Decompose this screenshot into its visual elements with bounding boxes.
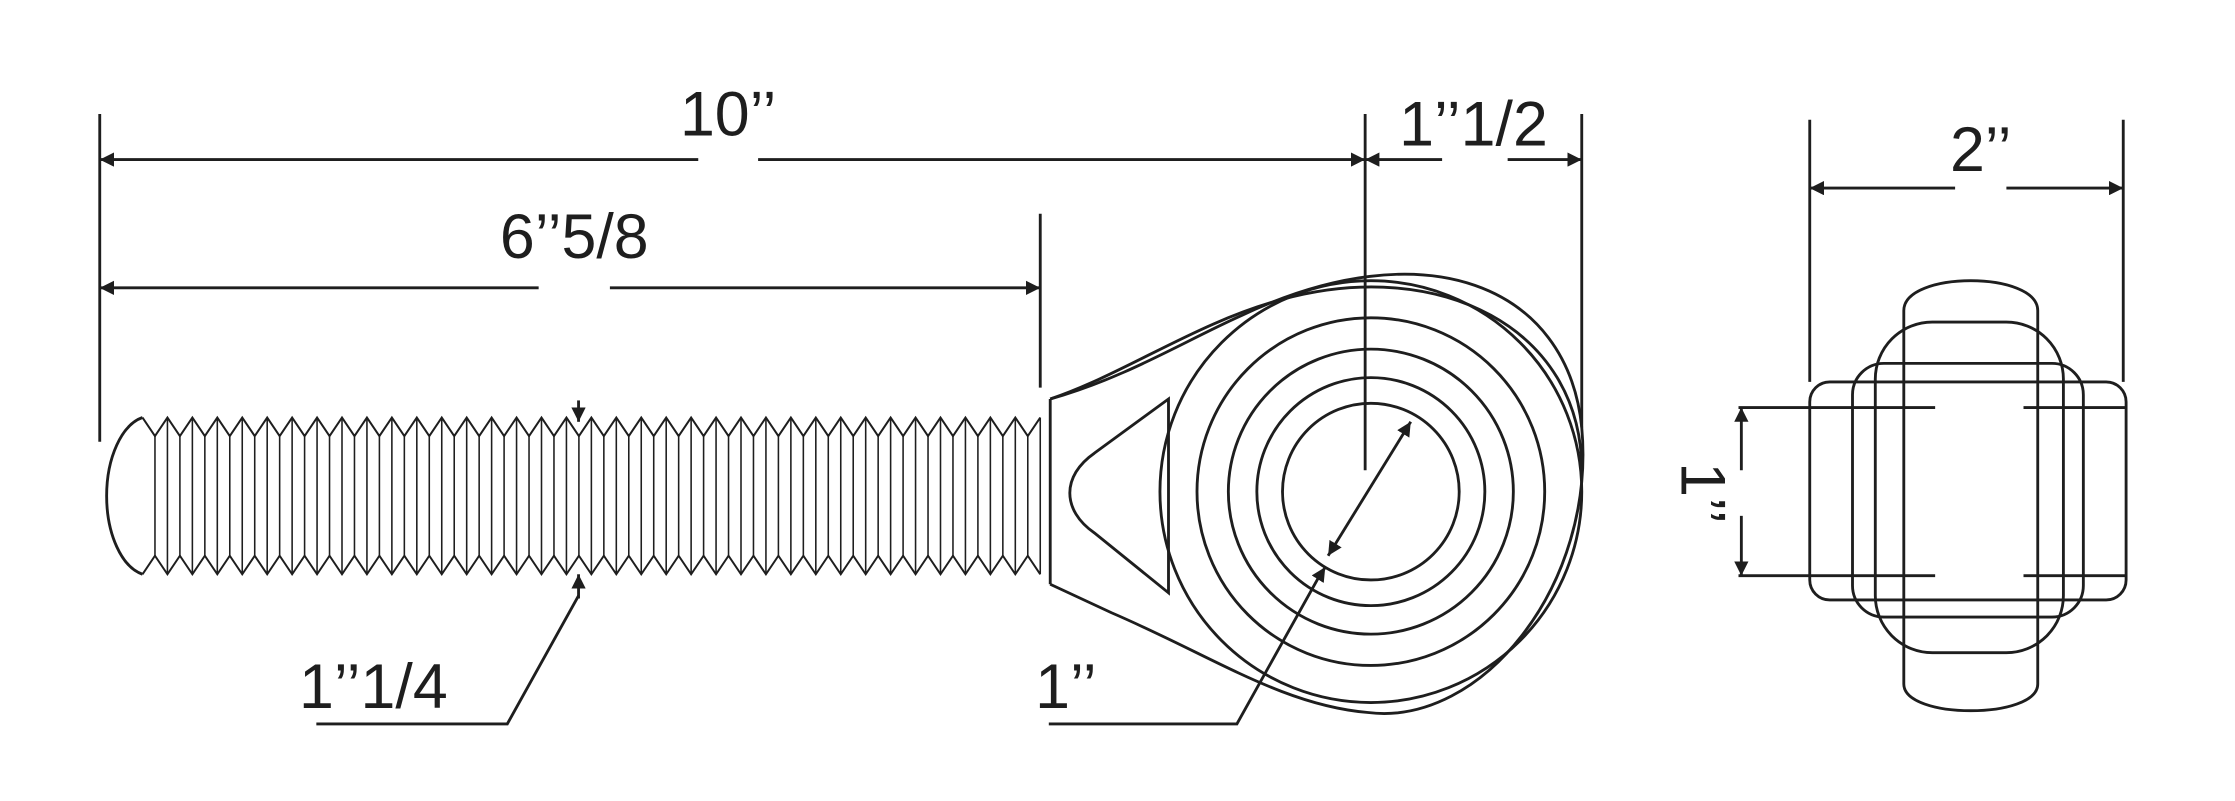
rod-end-body [1048, 272, 1585, 715]
dim-eye-offset-label: 1’’1/2 [1399, 89, 1548, 159]
dim-overall-length-label: 10’’ [680, 79, 776, 149]
dim-thread-length-label: 6’’5/8 [500, 202, 649, 272]
dimension-lines [99, 152, 2124, 726]
threaded-shank [105, 415, 1042, 577]
dim-bore-side-label: 1’’ [1667, 462, 1737, 524]
dim-thread-diameter-label: 1’’1/4 [299, 652, 448, 722]
bore-circle [1281, 401, 1461, 582]
eye-rings [1158, 279, 1584, 704]
extension-lines [98, 113, 2125, 471]
dim-ball-width-label: 2’’ [1950, 115, 2012, 185]
side-view-ball [1738, 279, 2128, 713]
thread-crest-lines [154, 417, 1042, 575]
dim-bore-diameter-label: 1’’ [1035, 652, 1097, 722]
